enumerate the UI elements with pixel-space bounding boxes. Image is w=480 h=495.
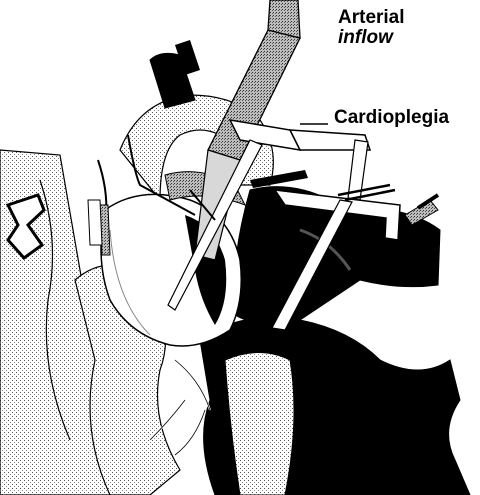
arterial-label-line1: Arterial [338, 8, 458, 28]
arterial-inflow-label: Arterial inflow [338, 8, 458, 48]
arterial-label-line2: inflow [338, 28, 458, 48]
cardioplegia-label: Cardioplegia [334, 108, 449, 128]
